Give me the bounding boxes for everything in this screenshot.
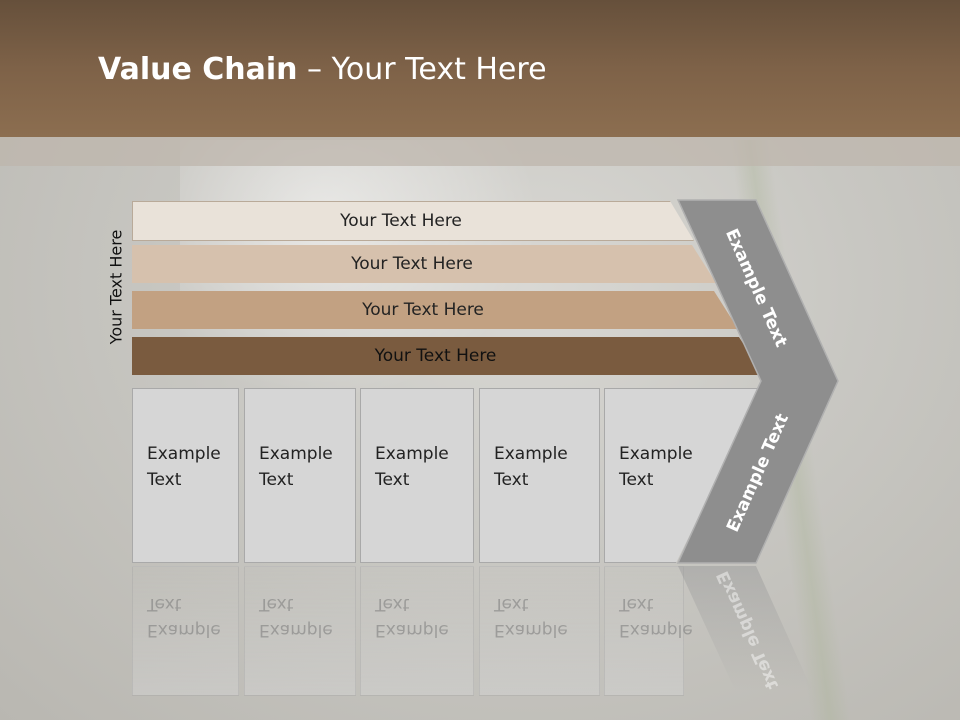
bar-4-label: Your Text Here <box>374 346 497 366</box>
cell-5-line1: Example <box>619 444 693 464</box>
bar-3-label: Your Text Here <box>362 300 484 320</box>
cell-4-line1: Example <box>494 444 568 464</box>
header-band <box>0 137 960 166</box>
page-title: Value Chain – Your Text Here <box>98 52 547 87</box>
bar-1[interactable]: Your Text Here <box>132 201 694 241</box>
bar-2[interactable]: Your Text Here <box>132 245 716 283</box>
bar-1-label: Your Text Here <box>340 211 462 231</box>
cell-3-line1: Example <box>375 444 449 464</box>
cell-1-line1: Example <box>147 444 221 464</box>
bar-4[interactable]: Your Text Here <box>132 337 763 375</box>
chevron-shape[interactable] <box>676 199 839 564</box>
title-rest: – Your Text Here <box>297 52 547 87</box>
header-bar <box>0 0 960 137</box>
bar-2-label: Your Text Here <box>351 254 473 274</box>
bar-3[interactable]: Your Text Here <box>132 291 738 329</box>
cell-1-line2: Text <box>147 470 182 490</box>
cell-2-line1: Example <box>259 444 333 464</box>
cell-3-line2: Text <box>375 470 410 490</box>
cell-4-line2: Text <box>494 470 529 490</box>
chevron-reflection <box>678 566 812 690</box>
cell-2-line2: Text <box>259 470 294 490</box>
cell-5-line2: Text <box>619 470 654 490</box>
title-bold: Value Chain <box>98 52 298 87</box>
